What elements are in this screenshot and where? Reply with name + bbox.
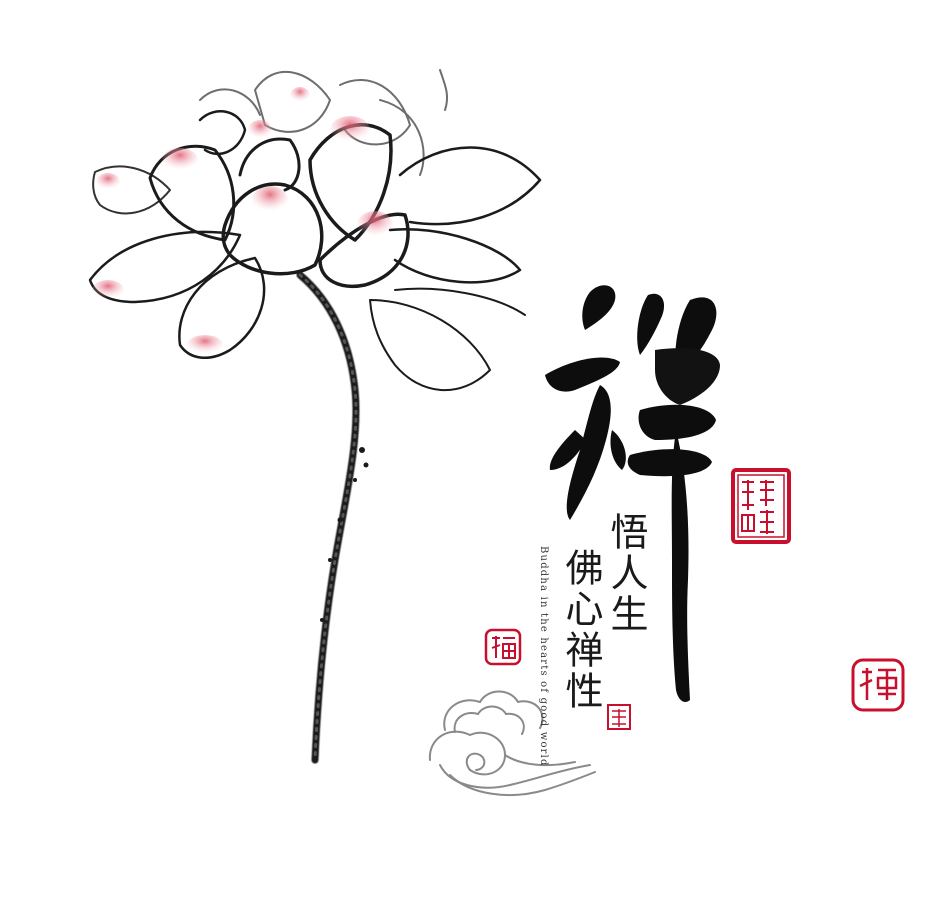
- poem-line-2: 佛心禅性: [559, 548, 603, 712]
- lotus-petal-right-outer: [398, 146, 542, 226]
- seal-fu-left: [484, 628, 522, 666]
- seal-small-center: [607, 704, 631, 730]
- calligraphy-zen-character: [545, 285, 720, 702]
- poem-line-1: 悟人生: [604, 512, 648, 635]
- english-subtitle: Buddha in the hearts of good world: [538, 546, 549, 767]
- lotus-petal-center: [221, 182, 324, 276]
- stem-dots: [320, 447, 369, 622]
- lotus-petal-left-outer: [88, 230, 242, 304]
- seal-right-upper: [731, 468, 791, 544]
- lotus-stem: [296, 271, 360, 764]
- lotus-back-petals: [199, 69, 449, 176]
- lotus-flower: [88, 69, 542, 391]
- seal-zen-right: [851, 658, 905, 712]
- lotus-pink-tips: [92, 87, 393, 355]
- auspicious-cloud: [428, 690, 596, 796]
- lotus-petal-left-lower: [178, 256, 266, 359]
